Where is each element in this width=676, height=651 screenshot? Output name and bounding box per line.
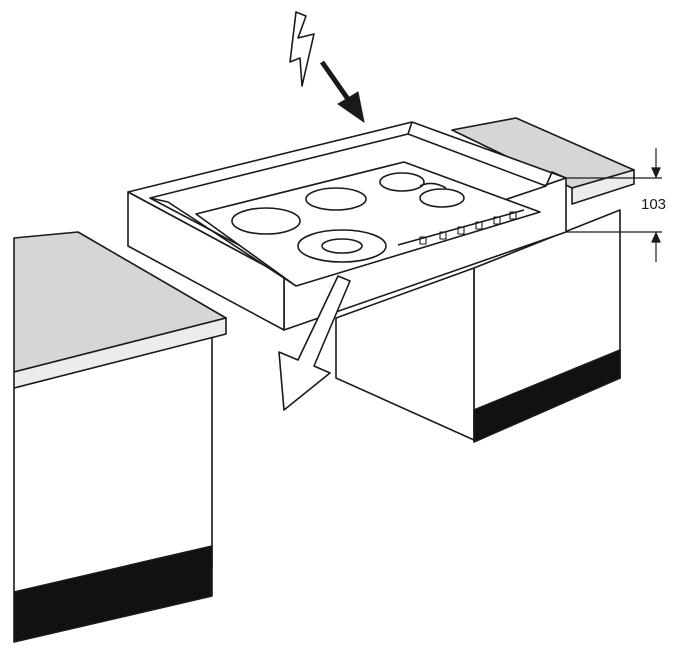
hob: [127, 121, 567, 331]
cooking-zone-rear-left: [231, 207, 301, 235]
power-arrow-head: [337, 91, 365, 124]
hob-right-wall: [545, 171, 567, 187]
control-key: [493, 216, 501, 225]
right-cabinet-plinth: [473, 349, 621, 443]
power-arrow-shaft: [319, 60, 353, 104]
hob-tray-side: [127, 191, 285, 331]
touch-controls: [419, 211, 517, 245]
hob-back-wall: [407, 121, 413, 135]
lightning-bolt-shape: [289, 11, 315, 87]
cooking-zone-bridge: [419, 182, 447, 189]
control-key: [509, 211, 517, 220]
cooking-zone-right: [419, 188, 465, 208]
dimension-label: 103: [641, 196, 666, 213]
control-key: [475, 221, 483, 230]
arrow-down-left-icon: [278, 275, 351, 411]
control-key: [439, 231, 447, 240]
insert-arrow-shape: [278, 275, 351, 411]
control-key: [419, 236, 427, 245]
lightning-bolt-icon: [289, 11, 315, 87]
cooking-zone-front-inner: [321, 238, 363, 254]
right-cabinet: [335, 117, 635, 443]
cooking-zone-rear-center: [305, 187, 367, 211]
control-key: [457, 226, 465, 235]
left-countertop-front: [13, 317, 227, 389]
cooking-zone-rear-right: [379, 172, 425, 192]
hob-side-wall: [149, 197, 297, 287]
height-dimension: 103: [566, 148, 666, 262]
dimension-arrow-top-head: [651, 167, 661, 179]
left-cabinet: [13, 231, 227, 643]
dimension-arrow-bottom-head: [651, 231, 661, 243]
power-arrow-icon: [319, 60, 365, 124]
left-cabinet-plinth: [13, 545, 213, 643]
